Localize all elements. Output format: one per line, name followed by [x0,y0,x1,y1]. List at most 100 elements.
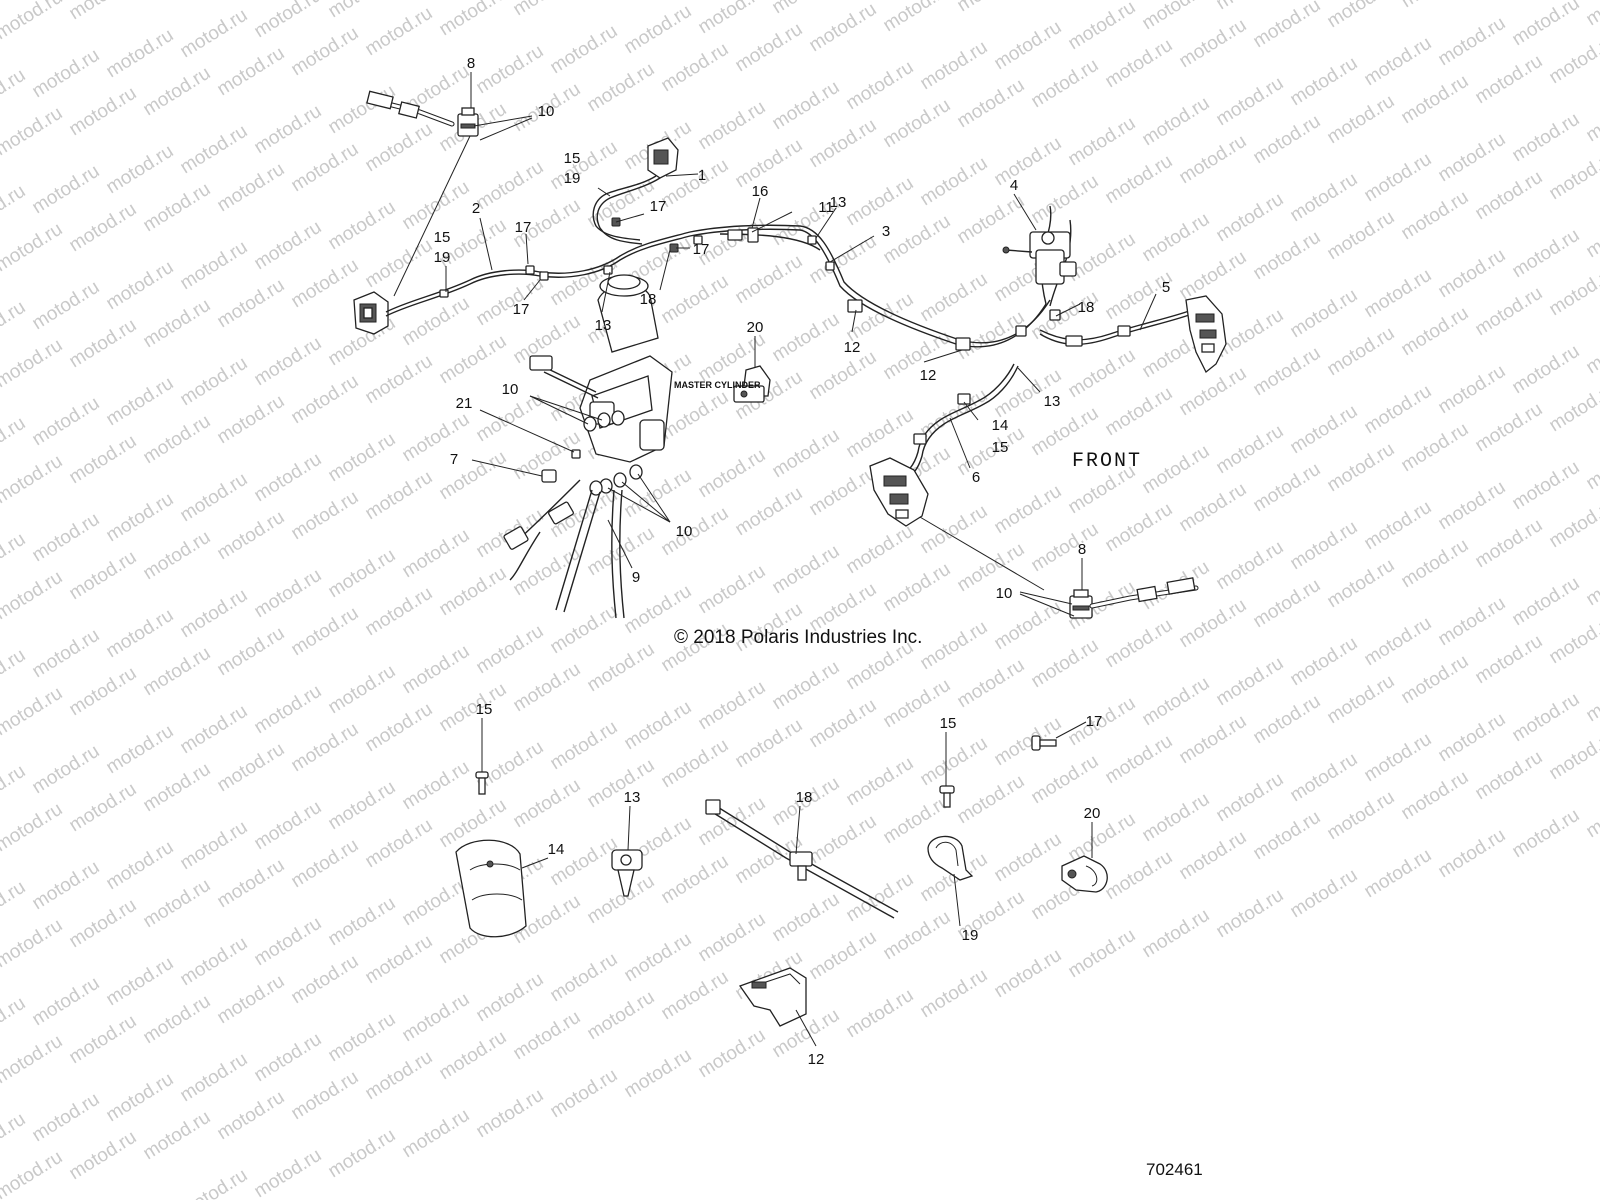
watermark-text: motod.ru [1324,0,1399,32]
watermark-text: motod.ru [732,483,807,541]
watermark-text: motod.ru [1102,151,1177,209]
watermark-text: motod.ru [177,817,252,875]
watermark-text: motod.ru [399,0,474,2]
callout-17: 17 [693,241,710,258]
watermark-text: motod.ru [1250,691,1325,749]
watermark-text: motod.ru [547,137,622,195]
watermark-text: motod.ru [658,503,733,561]
leader-lines [445,72,1157,1047]
watermark-text: motod.ru [880,907,955,965]
watermark-text: motod.ru [251,913,326,971]
watermark-text: motod.ru [325,545,400,603]
callout-15: 15 [992,439,1009,456]
watermark-text: motod.ru [288,23,363,81]
watermark-text: motod.ru [1509,341,1584,399]
watermark-text: motod.ru [843,985,918,1043]
watermark-text: motod.ru [1287,53,1362,111]
watermark-text: motod.ru [1176,711,1251,769]
callout-17: 17 [650,198,667,215]
watermark-text: motod.ru [806,115,881,173]
watermark-text: motod.ru [1324,91,1399,149]
watermark-text: motod.ru [1509,573,1584,631]
watermark-text: motod.ru [288,139,363,197]
watermark-text: motod.ru [917,153,992,211]
callout-10: 10 [538,103,555,120]
watermark-text: motod.ru [436,1027,511,1085]
watermark-text: motod.ru [251,681,326,739]
callout-3: 3 [882,223,890,240]
watermark-text: motod.ru [177,469,252,527]
watermark-text: motod.ru [1102,35,1177,93]
watermark-text: motod.ru [177,237,252,295]
callout-4: 4 [1010,177,1018,194]
watermark-text: motod.ru [658,851,733,909]
watermark-text: motod.ru [362,1047,437,1105]
watermark-text: motod.ru [695,445,770,503]
watermark-text: motod.ru [1435,477,1510,535]
watermark-text: motod.ru [1176,247,1251,305]
watermark-text: motod.ru [29,1089,104,1147]
watermark-text: motod.ru [806,463,881,521]
watermark-text: motod.ru [214,159,289,217]
watermark-text: motod.ru [325,661,400,719]
watermark-text: motod.ru [1065,113,1140,171]
callout-8: 8 [1078,541,1086,558]
watermark-text: motod.ru [288,487,363,545]
watermark-text: motod.ru [1139,673,1214,731]
watermark-text: motod.ru [1213,189,1288,247]
watermark-text: motod.ru [140,875,215,933]
watermark-text: motod.ru [140,643,215,701]
watermark-text: motod.ru [732,135,807,193]
watermark-text: motod.ru [1065,0,1140,54]
watermark-text: motod.ru [103,489,178,547]
watermark-text: motod.ru [1361,497,1436,555]
copyright-notice: © 2018 Polaris Industries Inc. [674,627,922,648]
watermark-text: motod.ru [1324,555,1399,613]
watermark-text: motod.ru [732,715,807,773]
callout-16: 16 [752,183,769,200]
watermark-text: motod.ru [1065,229,1140,287]
master-cylinder-clip [733,365,771,403]
watermark-text: motod.ru [658,735,733,793]
watermark-text: motod.ru [362,235,437,293]
watermark-text: motod.ru [954,539,1029,597]
watermark-text: motod.ru [1361,845,1436,903]
watermark-text: motod.ru [510,659,585,717]
watermark-text: motod.ru [66,1127,141,1185]
watermark-text: motod.ru [177,585,252,643]
watermark-text: motod.ru [399,177,474,235]
watermark-text: motod.ru [214,507,289,565]
callout-10: 10 [676,523,693,540]
watermark-text: motod.ru [288,371,363,429]
upper-center-caliper [647,137,679,179]
watermark-text: motod.ru [1324,671,1399,729]
watermark-text: motod.ru [1139,93,1214,151]
watermark-text: motod.ru [695,909,770,967]
watermark-text: motod.ru [1176,15,1251,73]
callout-10: 10 [502,381,519,398]
watermark-text: motod.ru [1546,263,1600,321]
diagram-number: 702461 [1146,1160,1203,1179]
watermark-text: motod.ru [954,655,1029,713]
watermark-text: motod.ru [473,273,548,331]
watermark-text: motod.ru [66,315,141,373]
watermark-text: motod.ru [0,297,29,355]
master-cylinder-tag: MASTER CYLINDER [674,380,761,390]
front-direction-label: FRONT [1072,450,1142,473]
watermark-text: motod.ru [325,429,400,487]
hardware-18-cable-tie [705,799,899,919]
watermark-text: motod.ru [103,721,178,779]
watermark-text: motod.ru [1361,381,1436,439]
watermark-text: motod.ru [695,1025,770,1083]
callout-13: 13 [624,789,641,806]
watermark-text: motod.ru [251,217,326,275]
watermark-text: motod.ru [66,663,141,721]
hardware-13-clip [611,849,643,897]
watermark-text: motod.ru [1398,419,1473,477]
watermark-text: motod.ru [1250,0,1325,52]
watermark-text: motod.ru [177,1049,252,1107]
watermark-text: motod.ru [0,567,66,625]
callout-18: 18 [1078,299,1095,316]
watermark-text: motod.ru [66,199,141,257]
